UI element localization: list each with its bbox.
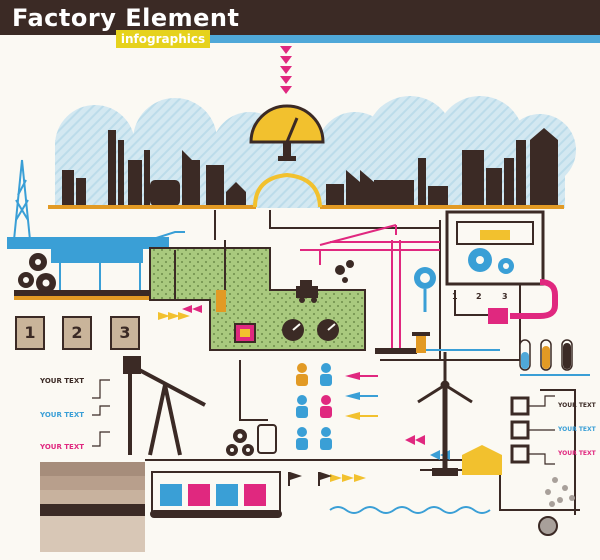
crane-base [375, 348, 417, 354]
water-waves [329, 506, 491, 514]
storage-tank [462, 445, 502, 475]
step-number: 3 [119, 323, 131, 342]
grinder-icon [538, 516, 558, 536]
wind-turbine-icon [417, 352, 473, 476]
earth-layers [40, 462, 145, 552]
legend-label-right-2: YOUR TEXT [558, 426, 596, 433]
flow-chart-connectors [92, 379, 555, 465]
gear-panel [445, 210, 545, 286]
factory-skyline [62, 128, 558, 206]
arrow-down-icon [280, 46, 292, 94]
oil-pump-icon [123, 356, 206, 456]
test-tube-icon [519, 339, 573, 371]
step-card-2: 2 [62, 316, 92, 350]
step-number: 2 [71, 323, 83, 342]
step-number: 1 [24, 323, 36, 342]
step-card-1: 1 [15, 316, 45, 350]
gear-panel-number: 1 [452, 292, 458, 301]
legend-label-right-3: YOUR TEXT [558, 450, 596, 457]
pink-nozzle [488, 308, 508, 324]
crane-icon [300, 224, 440, 350]
flow-chart [510, 396, 530, 464]
smoke-cloud [335, 260, 354, 283]
hydrant [412, 332, 430, 353]
map-pin-icon [414, 267, 436, 312]
green-field [149, 247, 366, 351]
rig-base-stripe [14, 296, 164, 300]
trash-bin-icon [150, 471, 282, 518]
gear-panel-number: 3 [502, 292, 508, 301]
person-icon [296, 363, 332, 450]
gear-icon [226, 429, 254, 456]
gear-icon [18, 253, 56, 293]
flag-icon [288, 472, 332, 486]
ground-line-right [320, 205, 564, 209]
oil-rig [7, 159, 185, 290]
rig-base [14, 290, 164, 296]
legend-label-right-1: YOUR TEXT [558, 402, 596, 409]
step-card-3: 3 [110, 316, 140, 350]
header-bar [0, 0, 600, 35]
dial-gauges [282, 319, 339, 341]
pink-pipe [510, 279, 558, 319]
header-stripe [210, 35, 600, 43]
particle-dots [545, 477, 575, 507]
truck-icon [296, 280, 318, 303]
gear-panel-number: 2 [476, 292, 482, 301]
legend-label-left-1: YOUR TEXT [40, 377, 85, 385]
circuit-lines [145, 210, 580, 515]
page-subtitle: infographics [116, 30, 210, 48]
ground-line-left [48, 205, 256, 209]
machine-box [216, 290, 256, 343]
page-title: Factory Element [12, 4, 240, 32]
legend-label-left-3: YOUR TEXT [40, 443, 85, 451]
gauge-icon [249, 104, 325, 161]
pipe-arch [253, 172, 322, 208]
legend-label-left-2: YOUR TEXT [40, 411, 85, 419]
control-box [257, 424, 277, 454]
